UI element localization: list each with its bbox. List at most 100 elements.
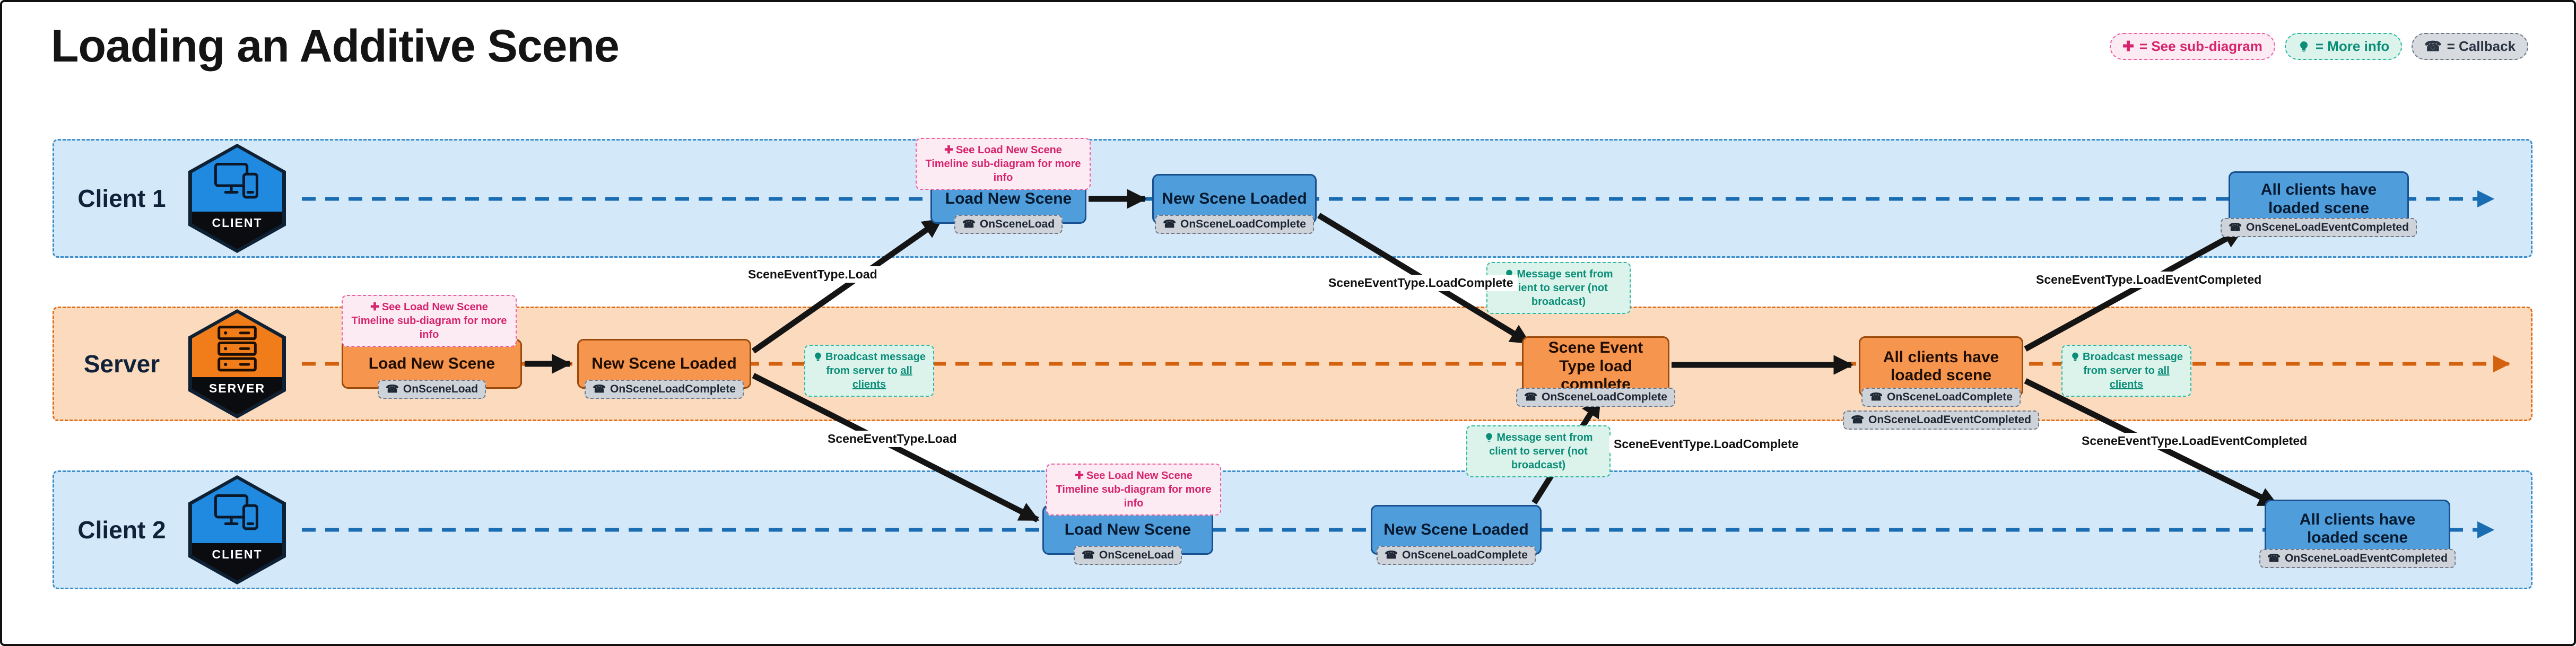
callback-label: OnSceneLoadComplete [1402, 549, 1528, 561]
node-title: New Scene Loaded [1162, 189, 1307, 207]
phone-icon: ☎ [2229, 222, 2242, 234]
phone-icon: ☎ [1385, 549, 1398, 562]
callback-chip: ☎ OnSceneLoadComplete [1861, 388, 2021, 407]
callback-chip: ☎ OnSceneLoadComplete [1516, 388, 1675, 407]
note-sub-diagram-client2[interactable]: ✚See Load New Scene Timeline sub-diagram… [1046, 464, 1221, 516]
callback-chip: ☎OnSceneLoadComplete [585, 380, 744, 399]
node-title: New Scene Loaded [591, 354, 737, 372]
server-badge: SERVER [188, 309, 286, 418]
arrow-loadeventcompleted-to-client1 [2024, 228, 2244, 352]
badge-label: CLIENT [192, 543, 282, 581]
plus-icon: ✚ [370, 301, 379, 313]
legend-more-info: = More info [2284, 33, 2403, 60]
edge-label-load-client1: SceneEventType.Load [744, 266, 882, 283]
phone-icon: ☎ [2424, 38, 2442, 54]
callback-chip: ☎ OnSceneLoadEventCompleted [2221, 218, 2417, 238]
client-devices-icon [214, 163, 258, 199]
hexagon-fill: CLIENT [192, 147, 282, 249]
node-client2-new-scene-loaded: New Scene Loaded ☎ OnSceneLoadComplete [1371, 505, 1542, 565]
legend-sub-diagram: ✚ = See sub-diagram [2110, 33, 2275, 60]
note-text: See Load New Scene Timeline sub-diagram … [1056, 470, 1212, 509]
node-title: All clients have loaded scene [1883, 348, 1999, 385]
note-text: See Load New Scene Timeline sub-diagram … [351, 301, 507, 341]
note-client1-to-server: Message sent from client to server (not … [1486, 262, 1631, 314]
phone-icon: ☎ [1081, 549, 1095, 562]
note-text: Broadcast message from server to [2083, 351, 2183, 377]
callback-label: OnSceneLoadComplete [1180, 218, 1306, 230]
bulb-icon [1486, 433, 1493, 442]
lane-label-server: Server [83, 350, 160, 378]
node-title: Load New Scene [945, 189, 1072, 207]
hexagon-fill: SERVER [192, 313, 282, 415]
callback-label: OnSceneLoadEventCompleted [2285, 552, 2448, 564]
arrow-load-to-client2 [752, 373, 1040, 522]
lane-label-client2: Client 2 [77, 516, 166, 544]
edge-label-loadeventcompleted-client2: SceneEventType.LoadEventCompleted [2077, 433, 2312, 449]
phone-icon: ☎ [962, 219, 976, 231]
edge-label-load-client2: SceneEventType.Load [823, 431, 961, 447]
legend-more-info-label: = More info [2315, 38, 2390, 54]
phone-icon: ☎ [385, 383, 399, 396]
node-title: Load New Scene [1064, 520, 1191, 538]
note-text: Broadcast message from server to [825, 351, 926, 377]
plus-icon: ✚ [2122, 38, 2134, 54]
edge-label-loadcomplete-client1: SceneEventType.LoadComplete [1324, 275, 1518, 291]
bulb-icon [815, 352, 821, 361]
node-client2-all-clients-loaded: All clients have loaded scene ☎ OnSceneLo… [2259, 500, 2456, 569]
node-title: All clients have loaded scene [2299, 510, 2416, 547]
note-text-link: all clients [2109, 365, 2170, 390]
phone-icon: ☎ [1869, 391, 1883, 404]
note-sub-diagram-client1[interactable]: ✚See Load New Scene Timeline sub-diagram… [916, 138, 1091, 190]
note-broadcast-loadeventcompleted: Broadcast message from server to all cli… [2061, 345, 2191, 397]
note-text-link: all clients [852, 365, 912, 390]
server-rack-icon [217, 326, 257, 372]
callback-chip: ☎ OnSceneLoad [377, 380, 486, 399]
node-title: Scene Event Type load complete [1548, 339, 1643, 394]
plus-icon: ✚ [944, 144, 953, 156]
note-text: Message sent from client to server (not … [1489, 432, 1593, 471]
phone-icon: ☎ [1163, 219, 1177, 231]
note-client2-to-server: Message sent from client to server (not … [1466, 425, 1611, 477]
legend-sub-diagram-label: = See sub-diagram [2139, 38, 2262, 54]
node-client1-new-scene-loaded: New Scene Loaded ☎OnSceneLoadComplete [1152, 174, 1317, 234]
badge-label: SERVER [192, 377, 282, 415]
phone-icon: ☎ [2267, 553, 2281, 565]
note-sub-diagram-server[interactable]: ✚See Load New Scene Timeline sub-diagram… [342, 295, 517, 347]
phone-icon: ☎ [1851, 414, 1865, 426]
legend-callback: ☎ = Callback [2412, 33, 2528, 60]
bulb-icon [2072, 352, 2078, 361]
client2-badge: CLIENT [188, 475, 286, 584]
callback-chip: ☎ OnSceneLoadComplete [1377, 546, 1536, 565]
callback-label: OnSceneLoad [979, 218, 1055, 230]
node-server-all-clients-loaded: All clients have loaded scene ☎OnSceneLo… [1843, 336, 2039, 430]
client-devices-icon [214, 494, 258, 530]
callback-label: OnSceneLoad [403, 383, 478, 395]
callback-label: OnSceneLoadComplete [1542, 391, 1667, 403]
legend: ✚ = See sub-diagram = More info ☎ = Call… [2110, 33, 2528, 60]
callback-chip: ☎OnSceneLoadComplete [1155, 215, 1314, 234]
callback-label: OnSceneLoadEventCompleted [2246, 221, 2409, 233]
badge-label: CLIENT [192, 211, 282, 249]
phone-icon: ☎ [1524, 391, 1538, 404]
legend-callback-label: = Callback [2447, 38, 2516, 54]
page-title: Loading an Additive Scene [51, 21, 620, 72]
callback-label: OnSceneLoadComplete [1887, 391, 2013, 403]
node-server-scene-event-load-complete: Scene Event Type load complete ☎ OnSceneL… [1516, 336, 1675, 407]
note-text: See Load New Scene Timeline sub-diagram … [925, 144, 1081, 184]
arrow-load-to-client1 [751, 217, 943, 354]
callback-chip: ☎OnSceneLoad [954, 215, 1063, 234]
edge-label-loadeventcompleted-client1: SceneEventType.LoadEventCompleted [2032, 272, 2266, 288]
node-title: New Scene Loaded [1383, 520, 1529, 538]
note-broadcast-load: Broadcast message from server to all cli… [804, 345, 934, 397]
node-client1-all-clients-loaded: All clients have loaded scene ☎OnSceneLo… [2221, 171, 2417, 238]
plus-icon: ✚ [1075, 470, 1084, 482]
node-server-new-scene-loaded: New Scene Loaded ☎OnSceneLoadComplete [577, 339, 751, 399]
callback-chip: ☎ OnSceneLoadEventCompleted [2259, 549, 2456, 569]
lane-label-client1: Client 1 [77, 185, 166, 212]
phone-icon: ☎ [593, 383, 606, 396]
bulb-icon [2300, 41, 2308, 51]
callback-chip: ☎OnSceneLoad [1073, 546, 1182, 565]
edge-label-loadcomplete-client2: SceneEventType.LoadComplete [1609, 436, 1803, 452]
callback-chip: ☎OnSceneLoadEventCompleted [1843, 411, 2039, 430]
